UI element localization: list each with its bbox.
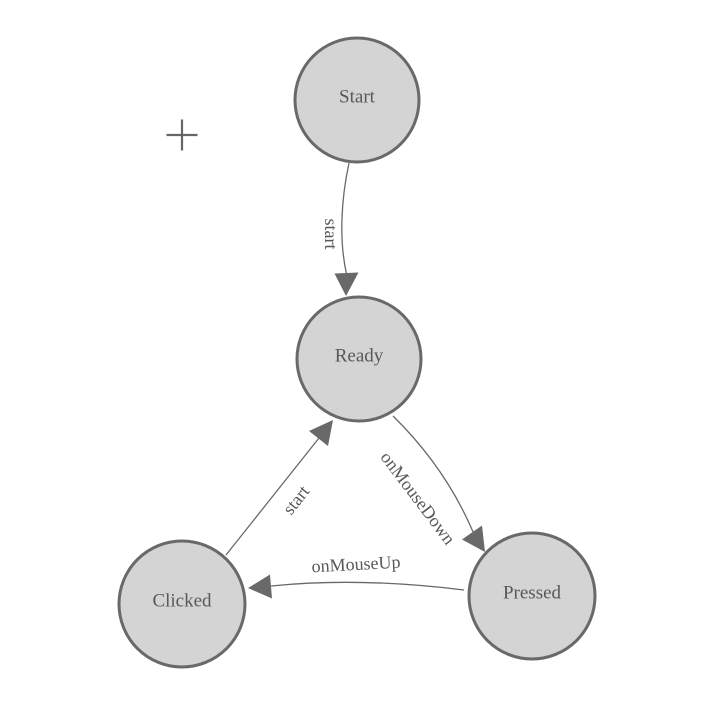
edge-start-to-ready-line[interactable] xyxy=(341,162,350,275)
edge-clicked-to-ready-arrowhead-icon xyxy=(309,420,333,446)
edge-ready-to-pressed[interactable]: onMouseDown xyxy=(377,415,485,552)
edge-start-to-ready-arrowhead-icon xyxy=(334,272,359,296)
edge-ready-to-pressed-arrowhead-icon xyxy=(462,525,485,552)
edge-start-to-ready-label: start xyxy=(321,219,341,250)
edge-pressed-to-clicked-line[interactable] xyxy=(270,581,465,591)
node-ready-label: Ready xyxy=(335,346,384,367)
node-start-circle[interactable] xyxy=(293,36,421,164)
edge-ready-to-pressed-label: onMouseDown xyxy=(377,448,460,549)
node-start[interactable]: Start xyxy=(293,36,421,164)
edge-clicked-to-ready-line[interactable] xyxy=(225,437,320,556)
node-start-label: Start xyxy=(339,87,376,108)
node-clicked-circle[interactable] xyxy=(117,539,247,669)
node-pressed-label: Pressed xyxy=(503,583,562,604)
node-pressed[interactable]: Pressed xyxy=(467,531,597,661)
edge-clicked-to-ready-label: start xyxy=(279,482,314,519)
edge-pressed-to-clicked[interactable]: onMouseUp xyxy=(248,552,465,599)
node-clicked[interactable]: Clicked xyxy=(117,539,247,669)
edge-ready-to-pressed-line[interactable] xyxy=(392,415,475,534)
edge-pressed-to-clicked-label: onMouseUp xyxy=(311,552,401,577)
edge-clicked-to-ready[interactable]: start xyxy=(225,420,333,556)
node-pressed-circle[interactable] xyxy=(467,531,597,661)
node-ready[interactable]: Ready xyxy=(295,295,423,423)
edge-pressed-to-clicked-arrowhead-icon xyxy=(248,574,272,599)
crosshair-cursor-icon xyxy=(166,119,198,151)
edge-start-to-ready[interactable]: start xyxy=(321,162,359,296)
node-clicked-label: Clicked xyxy=(152,591,212,612)
node-ready-circle[interactable] xyxy=(295,295,423,423)
